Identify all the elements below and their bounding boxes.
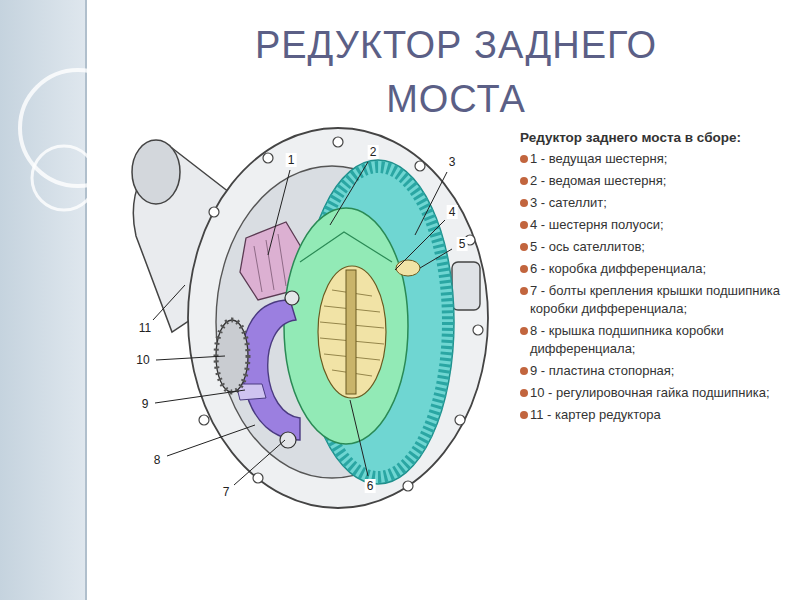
callout-number: 11 <box>137 321 153 335</box>
differential-case <box>284 208 408 444</box>
slide-title: РЕДУКТОР ЗАДНЕГО МОСТА <box>196 18 716 126</box>
list-item-text: 3 - сателлит; <box>530 195 607 210</box>
list-item-text: 4 - шестерня полуоси; <box>530 217 664 232</box>
list-item-text: 2 - ведомая шестерня; <box>530 173 666 188</box>
callout-number: 1 <box>286 153 297 167</box>
pinion-teeth <box>254 234 286 292</box>
deco-circle <box>32 146 96 210</box>
list-item: 5 - ось сателлитов; <box>520 238 788 256</box>
list-item-text: 11 - картер редуктора <box>530 407 661 422</box>
neck-opening <box>132 140 180 204</box>
parts-list: Редуктор заднего моста в сборе: 1 - ведущ… <box>520 128 788 428</box>
satellite-gear <box>396 260 420 276</box>
side-band <box>0 0 86 600</box>
list-item: 9 - пластина стопорная; <box>520 362 788 380</box>
callout-number: 4 <box>447 205 458 219</box>
side-gear <box>318 266 386 398</box>
bullet-dot <box>520 367 528 375</box>
callout-number: 3 <box>447 155 458 169</box>
bullet-dot <box>520 287 528 295</box>
bullet-dot <box>520 221 528 229</box>
list-item-text: 9 - пластина стопорная; <box>530 363 674 378</box>
list-item: 4 - шестерня полуоси; <box>520 216 788 234</box>
callout-number: 9 <box>140 397 151 411</box>
bullet-dot <box>520 411 528 419</box>
bolt-holes <box>199 137 483 491</box>
list-item-text: 10 - регулировочная гайка подшипника; <box>530 385 770 400</box>
deco-circle <box>20 70 136 186</box>
list-item-text: 5 - ось сателлитов; <box>530 239 645 254</box>
callout-number: 6 <box>365 479 376 493</box>
list-item: 2 - ведомая шестерня; <box>520 172 788 190</box>
housing-flange <box>188 128 488 508</box>
list-item-text: 1 - ведущая шестерня; <box>530 151 667 166</box>
bullet-dot <box>520 389 528 397</box>
list-item: 6 - коробка дифференциала; <box>520 260 788 278</box>
callout-number: 2 <box>368 145 379 159</box>
callout-number: 5 <box>457 237 468 251</box>
callout-number: 10 <box>134 353 151 367</box>
bullet-dot <box>520 199 528 207</box>
bullet-dot <box>520 327 528 335</box>
callout-number: 8 <box>152 453 163 467</box>
housing-boss <box>452 262 480 310</box>
bearing-cap <box>242 300 300 440</box>
list-item: 11 - картер редуктора <box>520 406 788 424</box>
list-item-text: 6 - коробка дифференциала; <box>530 261 706 276</box>
list-item: 3 - сателлит; <box>520 194 788 212</box>
list-item: 7 - болты крепления крышки подшипника ко… <box>520 282 788 318</box>
satellite-shaft <box>346 270 356 394</box>
bullet-dot <box>520 155 528 163</box>
case-edge <box>300 232 392 262</box>
list-heading: Редуктор заднего моста в сборе: <box>520 128 788 147</box>
list-item-text: 7 - болты крепления крышки подшипника ко… <box>530 283 780 316</box>
bullet-dot <box>520 177 528 185</box>
callout-number: 7 <box>221 485 232 499</box>
cap-bolts <box>280 291 299 448</box>
band-edge <box>85 0 87 600</box>
bullet-dot <box>520 243 528 251</box>
list-item-text: 8 - крышка подшипника коробки дифференци… <box>530 323 724 356</box>
list-item: 10 - регулировочная гайка подшипника; <box>520 384 788 402</box>
list-item: 8 - крышка подшипника коробки дифференци… <box>520 322 788 358</box>
leader-lines <box>153 162 452 485</box>
list-item: 1 - ведущая шестерня; <box>520 150 788 168</box>
bullet-dot <box>520 265 528 273</box>
